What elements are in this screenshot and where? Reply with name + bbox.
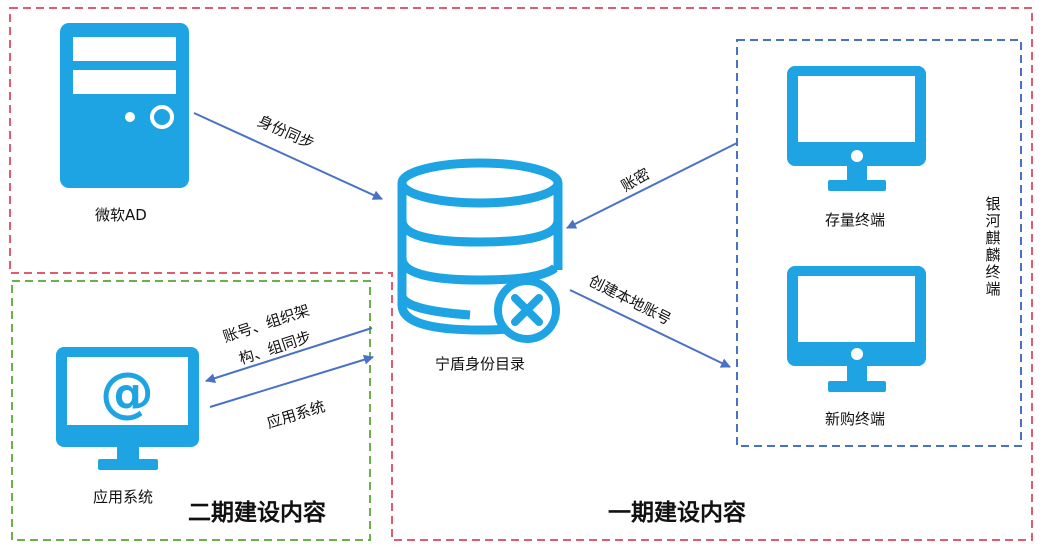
- at-sign-icon: @: [100, 361, 154, 424]
- existing-terminal-label: 存量终端: [825, 211, 886, 229]
- database-icon: [397, 158, 563, 335]
- phase2-title: 二期建设内容: [188, 500, 326, 526]
- phase2-region-border: [11, 280, 371, 541]
- monitor-icon-existing: [787, 66, 926, 191]
- terminal-group-border: [736, 39, 1022, 447]
- app-system-label: 应用系统: [93, 488, 154, 506]
- directory-label: 宁盾身份目录: [435, 355, 526, 373]
- terminal-group-label: 银河麒麟终端: [985, 195, 1001, 298]
- phase1-title: 一期建设内容: [608, 500, 746, 526]
- arrow-account-org-sync: [205, 327, 373, 384]
- arrow-identity-sync: [193, 112, 383, 200]
- ad-label: 微软AD: [95, 206, 147, 224]
- monitor-icon-new: [787, 266, 926, 392]
- arrow-create-local-account: [569, 289, 731, 368]
- arrow-password: [566, 142, 738, 229]
- app-monitor-icon: @: [56, 347, 199, 470]
- arrow-app-system: [209, 354, 374, 408]
- server-icon: [60, 23, 189, 188]
- new-terminal-label: 新购终端: [825, 410, 886, 428]
- phase1-region-border: [9, 7, 1033, 541]
- close-icon: [494, 277, 560, 343]
